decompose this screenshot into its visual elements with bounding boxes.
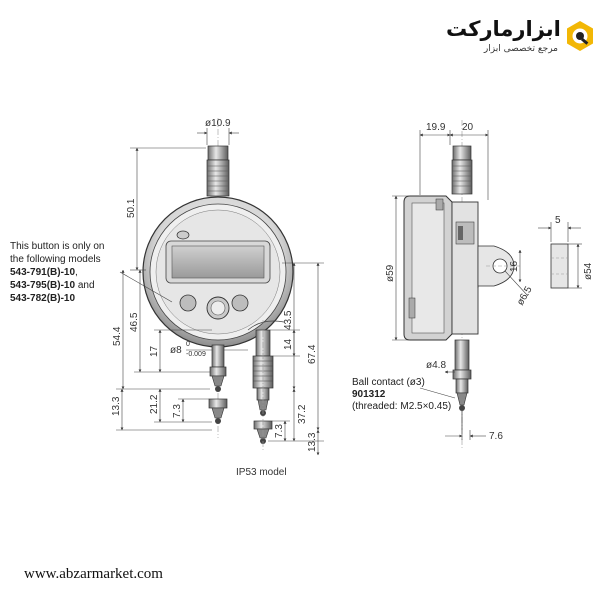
model-and: and <box>75 280 95 291</box>
note-model-row-1: 543-791(B)-10, <box>10 266 105 279</box>
button-model-note: This button is only on the following mod… <box>10 240 105 305</box>
side-contact-point <box>456 392 468 406</box>
brand-logo[interactable]: ابزارمارکت مرجع تخصصی ابزار <box>446 14 596 64</box>
top-cap <box>207 145 229 161</box>
hold-button[interactable] <box>231 294 249 312</box>
indicator-icon <box>176 230 190 240</box>
lcd-screen <box>171 245 265 279</box>
ip53-stem-detail: 14 37.2 7.3 13.3 <box>247 320 324 456</box>
dim-14: 14 <box>283 338 294 350</box>
dim-6-5: ø6.5 <box>515 284 535 307</box>
note-model-row-2: 543-795(B)-10 and <box>10 279 105 292</box>
ball-contact-thread: (threaded: M2.5×0.45) <box>352 401 452 412</box>
brand-tagline: مرجع تخصصی ابزار <box>483 44 558 54</box>
stem-knurl <box>206 159 230 197</box>
dim-46-5: 46.5 <box>129 312 140 332</box>
dim-17: 17 <box>149 345 160 357</box>
model-sep: , <box>75 267 78 278</box>
mode-button[interactable] <box>179 294 197 312</box>
note-model-row-3: 543-782(B)-10 <box>10 292 105 305</box>
dim-21-2: 21.2 <box>149 394 160 414</box>
abzarmarket-logo-icon <box>567 21 593 51</box>
dim-5: 5 <box>555 215 561 226</box>
dim-16: 16 <box>509 260 520 272</box>
dim-tol-upper: 0 <box>186 341 190 348</box>
dim-7-3: 7.3 <box>172 404 183 418</box>
dim-ip-13-3: 13.3 <box>307 432 318 452</box>
dim-cap-height: 50.1 <box>126 198 137 218</box>
note-line-1: This button is only on <box>10 241 105 252</box>
dim-7-6: 7.6 <box>489 431 503 442</box>
dim-ip-37-2: 37.2 <box>297 404 308 424</box>
dim-54-4: 54.4 <box>112 326 123 346</box>
side-view: 19.9 20 ø59 5 16 ø6.5 ø54 ø4.8 7.6 <box>385 120 594 448</box>
dim-stem-tol: ø8 <box>170 345 182 356</box>
side-stem-knurl <box>451 159 473 195</box>
note-line-2: the following models <box>10 254 101 265</box>
dim-43-5: 43.5 <box>283 310 294 330</box>
ip53-caption: IP53 model <box>236 467 287 478</box>
footer-url[interactable]: www.abzarmarket.com <box>24 566 163 582</box>
dim-19-9: 19.9 <box>426 122 446 133</box>
dim-54: ø54 <box>583 262 594 280</box>
model-1: 543-791(B)-10 <box>10 267 76 278</box>
dim-stem-dia: ø10.9 <box>205 118 231 129</box>
dim-4-8: ø4.8 <box>426 360 446 371</box>
ball-contact-label: Ball contact (ø3) 901312 (threaded: M2.5… <box>352 377 451 413</box>
dim-ip-7-3: 7.3 <box>274 424 285 438</box>
contact-point <box>211 375 225 387</box>
model-3: 543-782(B)-10 <box>10 293 76 304</box>
ball-contact-part: 901312 <box>352 389 386 400</box>
ball-contact-title: Ball contact (ø3) <box>352 377 425 388</box>
dim-13-3: 13.3 <box>111 396 122 416</box>
dim-67-4: 67.4 <box>307 344 318 364</box>
dim-20: 20 <box>462 122 474 133</box>
dim-tol-lower: -0.009 <box>186 351 206 358</box>
front-view: ø10.9 50.1 54.4 46.5 17 13.3 21.2 7.3 43… <box>111 118 324 438</box>
lower-stem <box>211 344 225 368</box>
dim-59: ø59 <box>385 264 396 282</box>
model-2: 543-795(B)-10 <box>10 280 76 291</box>
brand-name: ابزارمارکت <box>446 17 561 41</box>
